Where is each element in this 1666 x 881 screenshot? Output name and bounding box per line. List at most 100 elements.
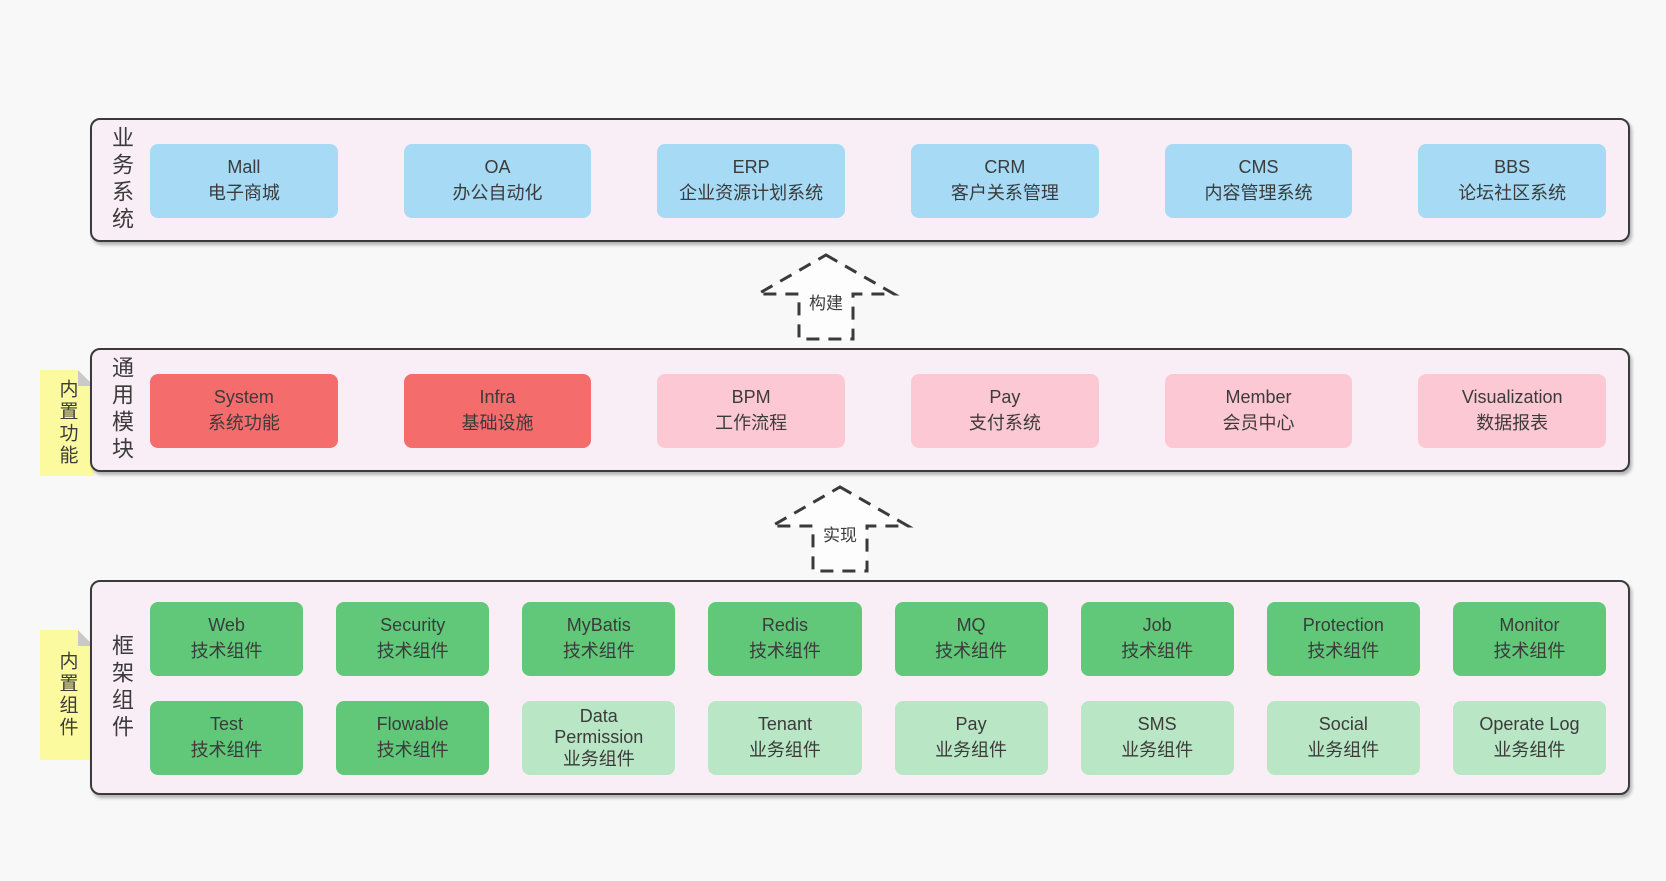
box-redis: Redis 技术组件 <box>708 602 862 676</box>
common-modules-label: 通用模块 <box>109 356 134 464</box>
box-subtitle: 技术组件 <box>376 641 449 661</box>
box-test: Test 技术组件 <box>150 701 304 775</box>
built-in-components-note-label: 内置组件 <box>56 651 78 739</box>
box-infra: Infra 基础设施 <box>403 374 592 448</box>
business-systems-band: 业务系统 Mall 电子商城 OA 办公自动化 ERP 企业资源计划系统 CRM… <box>90 118 1630 242</box>
box-title: Social <box>1318 714 1368 735</box>
box-oa: OA 办公自动化 <box>403 144 592 218</box>
box-subtitle: 技术组件 <box>748 641 821 661</box>
box-title: Job <box>1142 615 1172 636</box>
implement-up-arrow-shape <box>766 485 914 573</box>
box-title: Protection <box>1302 615 1384 636</box>
business-systems-label: 业务系统 <box>109 126 134 234</box>
box-title: Operate Log <box>1479 714 1580 735</box>
box-title: BPM <box>731 387 771 408</box>
box-data-permission: Data Permission 业务组件 <box>522 701 676 775</box>
box-subtitle: 论坛社区系统 <box>1458 183 1567 203</box>
box-subtitle: 业务组件 <box>935 740 1008 760</box>
box-subtitle: 业务组件 <box>1121 740 1194 760</box>
box-title: Member <box>1225 387 1292 408</box>
biz-components-row: Test 技术组件 Flowable 技术组件 Data Permission … <box>150 701 1606 775</box>
box-title: Visualization <box>1461 387 1563 408</box>
box-subtitle: 客户关系管理 <box>950 183 1059 203</box>
business-systems-row: Mall 电子商城 OA 办公自动化 ERP 企业资源计划系统 CRM 客户关系… <box>150 144 1607 218</box>
box-mq: MQ 技术组件 <box>894 602 1048 676</box>
box-title: Redis <box>761 615 808 636</box>
box-title: Test <box>210 714 244 735</box>
tech-components-row: Web 技术组件 Security 技术组件 MyBatis 技术组件 Redi… <box>150 602 1606 676</box>
box-subtitle: 技术组件 <box>935 641 1008 661</box>
box-subtitle: 会员中心 <box>1222 413 1295 433</box>
build-arrow-label: 构建 <box>809 294 843 313</box>
box-subtitle: 技术组件 <box>190 740 263 760</box>
box-tenant: Tenant 业务组件 <box>708 701 862 775</box>
box-title: Monitor <box>1499 615 1560 636</box>
box-subtitle: 业务组件 <box>1493 740 1566 760</box>
box-title: BBS <box>1494 157 1531 178</box>
box-pay-biz: Pay 业务组件 <box>894 701 1048 775</box>
box-title: Data Permission <box>554 706 644 748</box>
box-title: Infra <box>479 387 516 408</box>
box-subtitle: 业务组件 <box>1307 740 1380 760</box>
box-subtitle: 内容管理系统 <box>1204 183 1313 203</box>
box-web: Web 技术组件 <box>150 602 304 676</box>
box-member: Member 会员中心 <box>1164 374 1353 448</box>
box-title: Tenant <box>757 714 812 735</box>
box-title: CMS <box>1238 157 1279 178</box>
implement-arrow-label: 实现 <box>823 526 857 545</box>
box-subtitle: 技术组件 <box>562 641 635 661</box>
box-title: Mall <box>227 157 261 178</box>
box-subtitle: 业务组件 <box>562 748 635 769</box>
box-subtitle: 技术组件 <box>1307 641 1380 661</box>
box-subtitle: 数据报表 <box>1476 413 1549 433</box>
box-title: Pay <box>989 387 1021 408</box>
box-title: Flowable <box>376 714 449 735</box>
box-subtitle: 技术组件 <box>1121 641 1194 661</box>
build-up-arrow-shape <box>752 253 900 341</box>
box-title: System <box>213 387 274 408</box>
box-monitor: Monitor 技术组件 <box>1452 602 1606 676</box>
framework-components-band: 框架组件 Web 技术组件 Security 技术组件 MyBatis 技术组件… <box>90 580 1630 795</box>
box-crm: CRM 客户关系管理 <box>911 144 1099 218</box>
box-sms: SMS 业务组件 <box>1080 701 1234 775</box>
built-in-functions-note: 内置功能 <box>40 370 94 476</box>
common-modules-row: System 系统功能 Infra 基础设施 BPM 工作流程 Pay 支付系统… <box>150 374 1607 448</box>
box-subtitle: 技术组件 <box>1493 641 1566 661</box>
box-subtitle: 办公自动化 <box>452 183 543 203</box>
box-job: Job 技术组件 <box>1080 602 1234 676</box>
box-subtitle: 技术组件 <box>376 740 449 760</box>
box-mall: Mall 电子商城 <box>150 144 338 218</box>
box-erp: ERP 企业资源计划系统 <box>657 144 846 218</box>
box-subtitle: 业务组件 <box>748 740 821 760</box>
box-subtitle: 技术组件 <box>190 641 263 661</box>
box-subtitle: 系统功能 <box>207 413 280 433</box>
box-title: MQ <box>956 615 986 636</box>
box-bbs: BBS 论坛社区系统 <box>1418 144 1607 218</box>
box-subtitle: 企业资源计划系统 <box>679 183 824 203</box>
box-cms: CMS 内容管理系统 <box>1164 144 1353 218</box>
box-subtitle: 基础设施 <box>461 413 534 433</box>
box-title: OA <box>484 157 511 178</box>
box-security: Security 技术组件 <box>336 602 490 676</box>
box-flowable: Flowable 技术组件 <box>336 701 490 775</box>
box-subtitle: 工作流程 <box>715 413 788 433</box>
box-subtitle: 电子商城 <box>207 183 280 203</box>
box-title: SMS <box>1137 714 1177 735</box>
box-title: CRM <box>984 157 1026 178</box>
box-title: Security <box>380 615 446 636</box>
build-up-arrow: 构建 <box>752 253 900 341</box>
box-mybatis: MyBatis 技术组件 <box>522 602 676 676</box>
box-operate-log: Operate Log 业务组件 <box>1452 701 1606 775</box>
implement-up-arrow: 实现 <box>766 485 914 573</box>
built-in-functions-note-label: 内置功能 <box>56 379 78 467</box>
box-bpm: BPM 工作流程 <box>657 374 846 448</box>
box-social: Social 业务组件 <box>1266 701 1420 775</box>
box-title: ERP <box>732 157 770 178</box>
common-modules-band: 通用模块 System 系统功能 Infra 基础设施 BPM 工作流程 Pay… <box>90 348 1630 472</box>
box-title: MyBatis <box>566 615 631 636</box>
box-pay: Pay 支付系统 <box>911 374 1099 448</box>
box-visualization: Visualization 数据报表 <box>1418 374 1607 448</box>
box-title: Pay <box>955 714 987 735</box>
built-in-components-note: 内置组件 <box>40 630 94 760</box>
